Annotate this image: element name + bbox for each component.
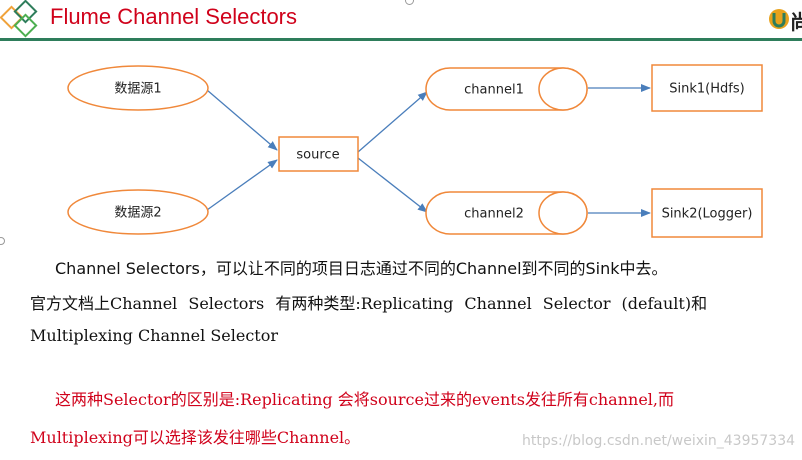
sink2-label: Sink2(Logger)	[662, 207, 753, 222]
datasource2-node: 数据源2	[67, 189, 209, 235]
arrow-source-to-channel1	[357, 91, 428, 153]
paragraph-difference: 这两种Selector的区别是:Replicating 会将source过来的e…	[55, 390, 674, 409]
sink1-node: Sink1(Hdfs)	[651, 64, 763, 112]
channel-selector-diagram: 数据源1 数据源2 source channel1 channel2 Sink1…	[67, 64, 763, 238]
datasource1-label: 数据源1	[114, 82, 161, 97]
paragraph-types: 官方文档上Channel Selectors 有两种类型:Replicating…	[30, 294, 708, 313]
channel1-node: channel1	[425, 67, 588, 111]
paragraph-intro: Channel Selectors，可以让不同的项目日志通过不同的Channel…	[55, 259, 668, 278]
arrow-datasource1-to-source	[206, 89, 278, 151]
brand-text: 尚	[790, 10, 802, 34]
header-rule	[0, 38, 802, 41]
arrow-datasource2-to-source	[206, 159, 278, 211]
channel1-label: channel1	[464, 83, 524, 98]
decorative-dot	[0, 237, 5, 245]
paragraph-types-continued: Multiplexing Channel Selector	[30, 326, 279, 345]
sink1-label: Sink1(Hdfs)	[669, 82, 744, 97]
slide-header: Flume Channel Selectors 尚	[0, 0, 802, 41]
diamond-logo-icon	[0, 0, 38, 38]
source-label: source	[296, 148, 339, 163]
paragraph-difference-continued: Multiplexing可以选择该发往哪些Channel。	[30, 428, 361, 447]
slide-title: Flume Channel Selectors	[50, 4, 298, 29]
sink2-node: Sink2(Logger)	[651, 188, 763, 238]
channel2-label: channel2	[464, 207, 524, 222]
datasource1-node: 数据源1	[67, 65, 209, 111]
arrow-source-to-channel2	[357, 157, 428, 213]
channel2-node: channel2	[425, 191, 588, 235]
brand-logo-icon	[769, 9, 789, 29]
csdn-watermark: https://blog.csdn.net/weixin_43957334	[522, 433, 796, 449]
source-node: source	[278, 136, 359, 172]
decorative-dot	[405, 0, 414, 5]
datasource2-label: 数据源2	[114, 206, 161, 221]
